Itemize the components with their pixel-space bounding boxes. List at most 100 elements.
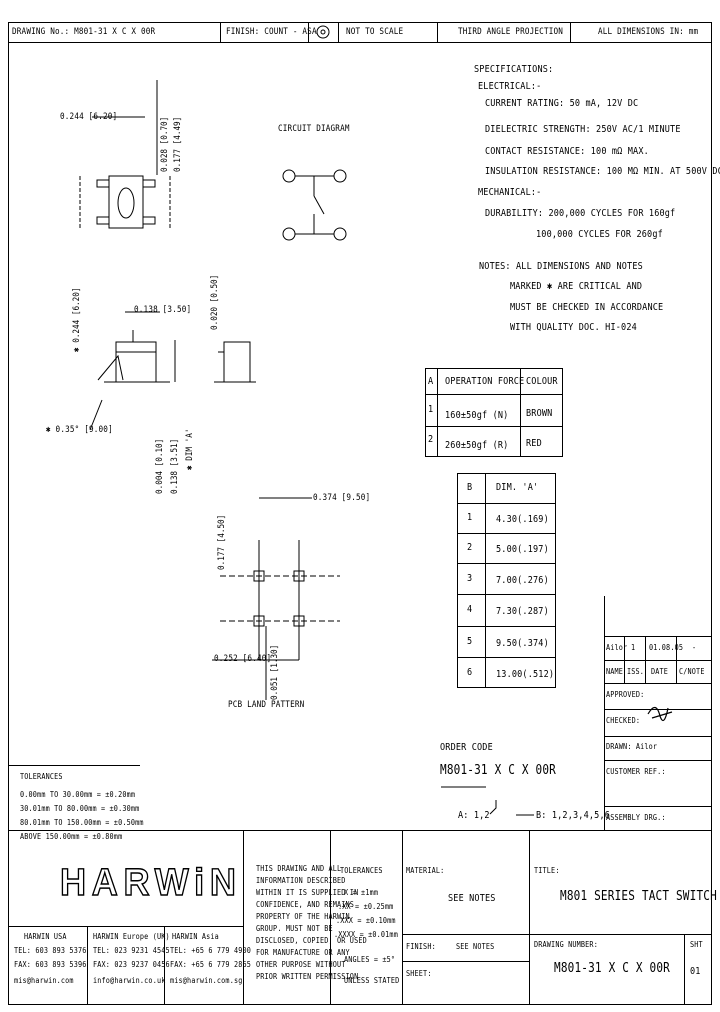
sheet-label: SHEET: bbox=[406, 969, 432, 978]
table-cell: 2 bbox=[467, 542, 473, 553]
finish-header: FINISH: COUNT - ASA bbox=[226, 27, 317, 37]
finish-label: FINISH: bbox=[406, 942, 436, 951]
tolerance-unless: UNLESS STATED bbox=[344, 976, 400, 985]
tolerance-line: 0.00mm TO 30.00mm = ±0.20mm bbox=[20, 790, 136, 799]
rev-cell: - bbox=[692, 643, 697, 652]
note-line: MUST BE CHECKED IN ACCORDANCE bbox=[510, 302, 664, 313]
office-tel: TEL: 023 9231 4545 bbox=[93, 946, 170, 955]
office-fax: FAX: 603 893 5396 bbox=[14, 960, 87, 969]
checked-label: CHECKED: bbox=[606, 716, 641, 725]
order-code: M801-31 X C X 00R bbox=[440, 763, 556, 778]
tolerance-line: .XXX = ±0.10mm bbox=[336, 916, 396, 925]
sht-value: 01 bbox=[690, 966, 701, 977]
dim-pad-thickness: 0.051 [1.30] bbox=[270, 644, 280, 700]
tolerance-line: ABOVE 150.00mm = ±0.80mm bbox=[20, 832, 123, 841]
dim-a-label: ✱ DIM 'A' bbox=[185, 428, 195, 470]
rev-header: DATE bbox=[651, 667, 669, 676]
note-line: MARKED ✱ ARE CRITICAL AND bbox=[510, 281, 643, 292]
table-cell: 260±50gf (R) bbox=[445, 440, 509, 451]
table-cell: BROWN bbox=[526, 408, 553, 419]
table-cell: 7.30(.287) bbox=[496, 606, 549, 617]
drawing-number-label: DRAWING NUMBER: bbox=[534, 940, 598, 949]
office-email: info@harwin.co.uk bbox=[93, 976, 166, 985]
harwin-logo: HARWiN bbox=[59, 861, 242, 904]
legal-line: INFORMATION DESCRIBED bbox=[256, 876, 346, 885]
spec-line: SPECIFICATIONS: bbox=[474, 64, 554, 75]
rev-cell: 1 bbox=[631, 643, 636, 652]
table-header: A bbox=[428, 376, 434, 387]
projection: THIRD ANGLE PROJECTION bbox=[458, 27, 564, 37]
dim-h2: 0.138 [3.51] bbox=[170, 438, 180, 494]
assembly-label: ASSEMBLY DRG.: bbox=[606, 813, 666, 822]
material-value: SEE NOTES bbox=[448, 893, 496, 904]
dim-top1: 0.028 [0.70] bbox=[160, 116, 170, 172]
spec-line: CONTACT RESISTANCE: 100 mΩ MAX. bbox=[485, 146, 649, 157]
drawn-label: DRAWN: Ailor bbox=[606, 742, 658, 751]
legal-line: OTHER PURPOSE WITHOUT bbox=[256, 960, 346, 969]
spec-line: DURABILITY: 200,000 CYCLES FOR 160gf bbox=[485, 208, 676, 219]
table-cell: 5 bbox=[467, 636, 473, 647]
rev-header: C/NOTE bbox=[679, 667, 705, 676]
dim-pad-height: 0.177 [4.50] bbox=[217, 514, 227, 570]
office-name: HARWIN USA bbox=[24, 932, 67, 941]
drawing-no-header: DRAWING No.: M801-31 X C X 00R bbox=[12, 27, 156, 37]
legal-line: DISCLOSED, COPIED, OR USED bbox=[256, 936, 367, 945]
order-code-title: ORDER CODE bbox=[440, 742, 493, 753]
legal-line: CONFIDENCE, AND REMAINS bbox=[256, 900, 355, 909]
order-code-a: A: 1,2 bbox=[458, 810, 490, 821]
dim-pad-width: 0.374 [9.50] bbox=[313, 493, 371, 503]
tolerance-line: X = ±1mm bbox=[344, 888, 379, 897]
not-to-scale: NOT TO SCALE bbox=[346, 27, 404, 37]
spec-line: MECHANICAL:- bbox=[478, 187, 542, 198]
dim-top2: 0.177 [4.49] bbox=[173, 116, 183, 172]
office-tel: TEL: +65 6 779 4900 bbox=[170, 946, 252, 955]
spec-line: CURRENT RATING: 50 mA, 12V DC bbox=[485, 98, 639, 109]
dim-lead: 0.138 [3.50] bbox=[134, 305, 192, 315]
title-label: TITLE: bbox=[534, 866, 560, 875]
table-cell: 4 bbox=[467, 604, 473, 615]
legal-line: FOR MANUFACTURE OR ANY bbox=[256, 948, 350, 957]
sht-label: SHT bbox=[690, 940, 703, 949]
office-tel: TEL: 603 893 5376 bbox=[14, 946, 87, 955]
circuit-label: CIRCUIT DIAGRAM bbox=[278, 124, 350, 134]
office-email: mis@harwin.com.sg bbox=[170, 976, 243, 985]
legal-line: PROPERTY OF THE HARWIN bbox=[256, 912, 350, 921]
customer-ref-label: CUSTOMER REF.: bbox=[606, 767, 666, 776]
table-cell: 7.00(.276) bbox=[496, 575, 549, 586]
office-name: HARWIN Asia bbox=[172, 932, 219, 941]
dim-pad-spacing: 0.252 [6.40] bbox=[214, 654, 272, 664]
table-cell: 160±50gf (N) bbox=[445, 410, 509, 421]
dim-width: 0.244 [6.20] bbox=[60, 112, 118, 122]
table-cell: 5.00(.197) bbox=[496, 544, 549, 555]
note-line: WITH QUALITY DOC. HI-024 bbox=[510, 322, 637, 333]
note-line: NOTES: ALL DIMENSIONS AND NOTES bbox=[479, 261, 643, 272]
table-cell: 6 bbox=[467, 667, 473, 678]
legal-line: WITHIN IT IS SUPPLIED IN bbox=[256, 888, 359, 897]
dim-lead2: 0.020 [0.50] bbox=[210, 274, 220, 330]
table-cell: 1 bbox=[467, 512, 473, 523]
rev-cell: 01.08.05 bbox=[649, 643, 684, 652]
tolerance-line: 80.01mm TO 150.00mm = ±0.50mm bbox=[20, 818, 144, 827]
table-header: DIM. 'A' bbox=[496, 482, 539, 493]
tolerance-line: 30.01mm TO 80.00mm = ±0.30mm bbox=[20, 804, 140, 813]
spec-line: 100,000 CYCLES FOR 260gf bbox=[536, 229, 663, 240]
office-fax: FAX: +65 6 779 2865 bbox=[170, 960, 252, 969]
table-header: B bbox=[467, 482, 473, 493]
tolerance-title: TOLERANCES bbox=[20, 772, 63, 781]
drawing-number-value: M801-31 X C X 00R bbox=[554, 961, 670, 976]
tolerance-line: .XX = ±0.25mm bbox=[338, 902, 394, 911]
tolerance-angles: ANGLES = ±5° bbox=[344, 955, 396, 964]
rev-header: NAME bbox=[606, 667, 624, 676]
units: ALL DIMENSIONS IN: mm bbox=[598, 27, 699, 37]
office-name: HARWIN Europe (UK) bbox=[93, 932, 170, 941]
pcb-label: PCB LAND PATTERN bbox=[228, 700, 305, 710]
table-cell: 9.50(.374) bbox=[496, 638, 549, 649]
material-label: MATERIAL: bbox=[406, 866, 445, 875]
dim-h1: 0.004 [0.10] bbox=[155, 438, 165, 494]
rev-cell: Ailor bbox=[606, 643, 628, 652]
table-cell: 1 bbox=[428, 404, 434, 415]
dim-angle: ✱ 0.35° [9.00] bbox=[46, 425, 113, 435]
office-fax: FAX: 023 9237 0456 bbox=[93, 960, 170, 969]
